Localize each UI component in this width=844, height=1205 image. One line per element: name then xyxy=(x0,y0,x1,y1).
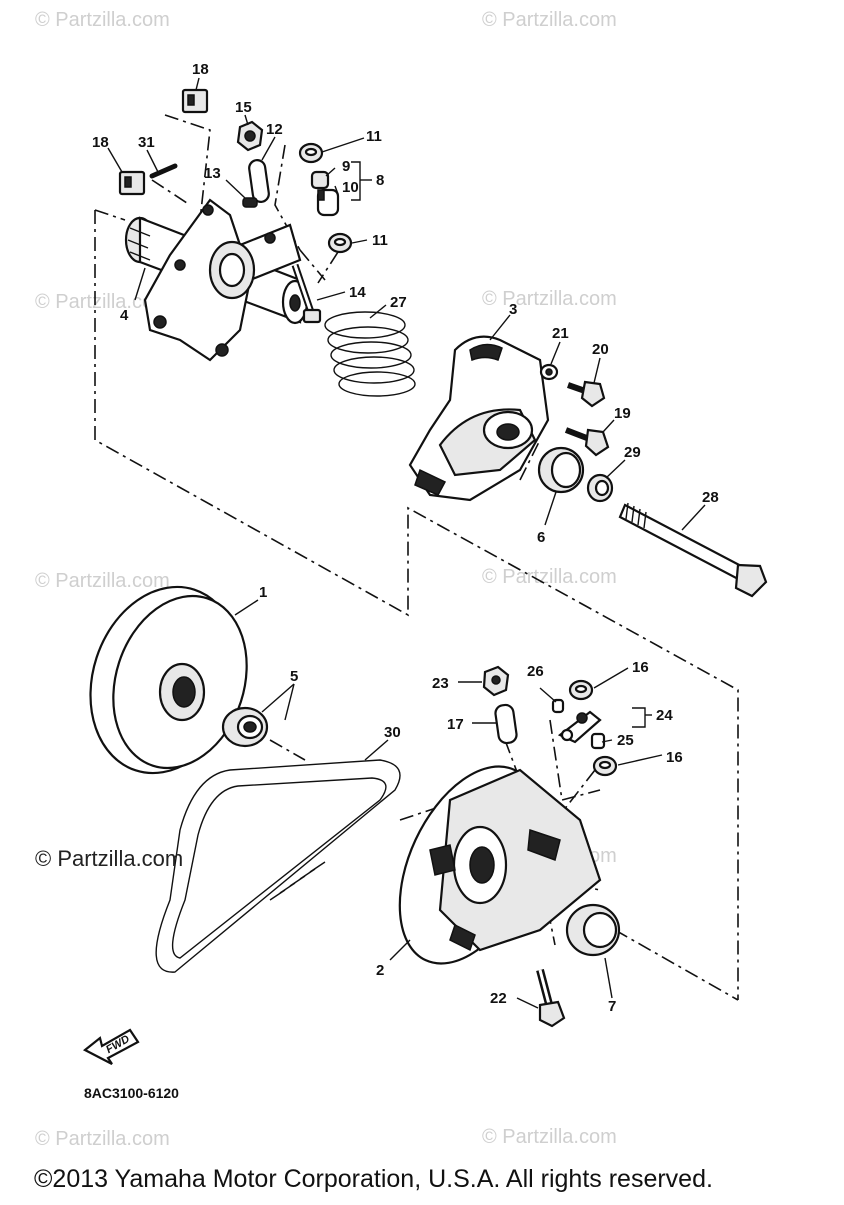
part-20-bolt xyxy=(567,380,606,408)
part-label: 3 xyxy=(509,301,517,318)
part-label: 18 xyxy=(192,61,209,78)
part-3-cover xyxy=(408,335,550,502)
assembly-outline xyxy=(164,114,211,221)
part-1-sliding-sheave xyxy=(89,585,248,775)
copyright-notice: ©2013 Yamaha Motor Corporation, U.S.A. A… xyxy=(34,1165,713,1193)
part-label: 15 xyxy=(235,99,252,116)
part-29-collar xyxy=(586,473,614,503)
assembly-outline xyxy=(94,210,739,1000)
part-label: 25 xyxy=(617,732,634,749)
watermark: © Partzilla.com xyxy=(35,570,170,592)
part-label: 22 xyxy=(490,990,507,1007)
part-label: 23 xyxy=(432,675,449,692)
assembly-outline xyxy=(614,929,739,1001)
forward-arrow-icon: FWD xyxy=(82,1028,140,1065)
part-label: 24 xyxy=(656,707,673,724)
part-7-bushing xyxy=(565,903,621,957)
watermark: © Partzilla.com xyxy=(482,566,617,588)
part-19-bolt xyxy=(564,427,610,457)
assembly-outline xyxy=(274,144,301,251)
part-label: 28 xyxy=(702,489,719,506)
part-label: 17 xyxy=(447,716,464,733)
part-label: 2 xyxy=(376,962,384,979)
part-10-roller xyxy=(316,188,340,217)
part-label: 16 xyxy=(632,659,649,676)
part-15-nut xyxy=(236,120,264,152)
part-5-bushing xyxy=(221,706,269,748)
part-label: 31 xyxy=(138,134,155,151)
part-label: 29 xyxy=(624,444,641,461)
part-label: 7 xyxy=(608,998,616,1015)
assembly-outline xyxy=(94,209,126,221)
part-label: 30 xyxy=(384,724,401,741)
part-label: 6 xyxy=(537,529,545,546)
part-label: 14 xyxy=(349,284,366,301)
part-26-pin xyxy=(551,698,565,714)
part-label: 11 xyxy=(372,232,388,249)
part-label: 20 xyxy=(592,341,609,358)
part-11-washer xyxy=(298,142,324,164)
part-28-bolt xyxy=(618,502,768,598)
watermark-overlay: © Partzilla.com xyxy=(35,846,183,871)
assembly-outline xyxy=(299,249,326,281)
part-27-spring xyxy=(324,311,416,397)
part-label: 26 xyxy=(527,663,544,680)
part-12-roller xyxy=(248,159,270,203)
part-2-fixed-sheave xyxy=(398,765,602,965)
part-label: 9 xyxy=(342,158,350,175)
part-31-pin xyxy=(149,163,178,179)
part-13-spring-pin xyxy=(242,197,258,208)
part-label: 27 xyxy=(390,294,407,311)
part-16-washer xyxy=(592,755,618,777)
part-21-washer xyxy=(539,363,559,381)
part-label: 19 xyxy=(614,405,631,422)
assembly-outline xyxy=(519,439,541,481)
part-label: 8 xyxy=(376,172,384,189)
part-22-bolt xyxy=(536,968,566,1028)
watermark: © Partzilla.com xyxy=(482,9,617,31)
part-23-nut xyxy=(482,665,510,697)
part-label: 12 xyxy=(266,121,283,138)
part-30-drive-belt xyxy=(155,759,401,973)
part-4-cam-shaft xyxy=(124,198,309,362)
part-label: 16 xyxy=(666,749,683,766)
assembly-outline xyxy=(317,251,339,284)
part-6-bushing xyxy=(537,446,585,494)
part-label: 10 xyxy=(342,179,359,196)
part-24-arm xyxy=(557,710,602,744)
watermark: © Partzilla.com xyxy=(35,9,170,31)
part-label: 4 xyxy=(120,307,129,324)
part-18-slider xyxy=(181,88,209,114)
part-9-collar xyxy=(310,170,330,190)
watermark: © Partzilla.com xyxy=(482,1126,617,1148)
part-label: 1 xyxy=(259,584,267,601)
part-11-washer xyxy=(327,232,353,254)
part-label: 13 xyxy=(204,165,221,182)
part-16-washer xyxy=(568,679,594,701)
diagram-code: 8AC3100-6120 xyxy=(84,1085,179,1101)
watermark: © Partzilla.com xyxy=(35,1128,170,1150)
assembly-outline xyxy=(151,179,191,206)
watermark: © Partzilla.com xyxy=(482,288,617,310)
part-25-collar xyxy=(590,732,606,750)
part-17-pin xyxy=(494,703,518,745)
part-label: 11 xyxy=(366,128,382,145)
part-18-slider xyxy=(118,170,146,196)
part-label: 18 xyxy=(92,134,109,151)
leader-lines xyxy=(107,77,706,1009)
part-label: 21 xyxy=(552,325,569,342)
assembly-outline xyxy=(269,739,306,761)
part-label: 5 xyxy=(290,668,298,685)
part-14-bolt xyxy=(291,263,322,324)
